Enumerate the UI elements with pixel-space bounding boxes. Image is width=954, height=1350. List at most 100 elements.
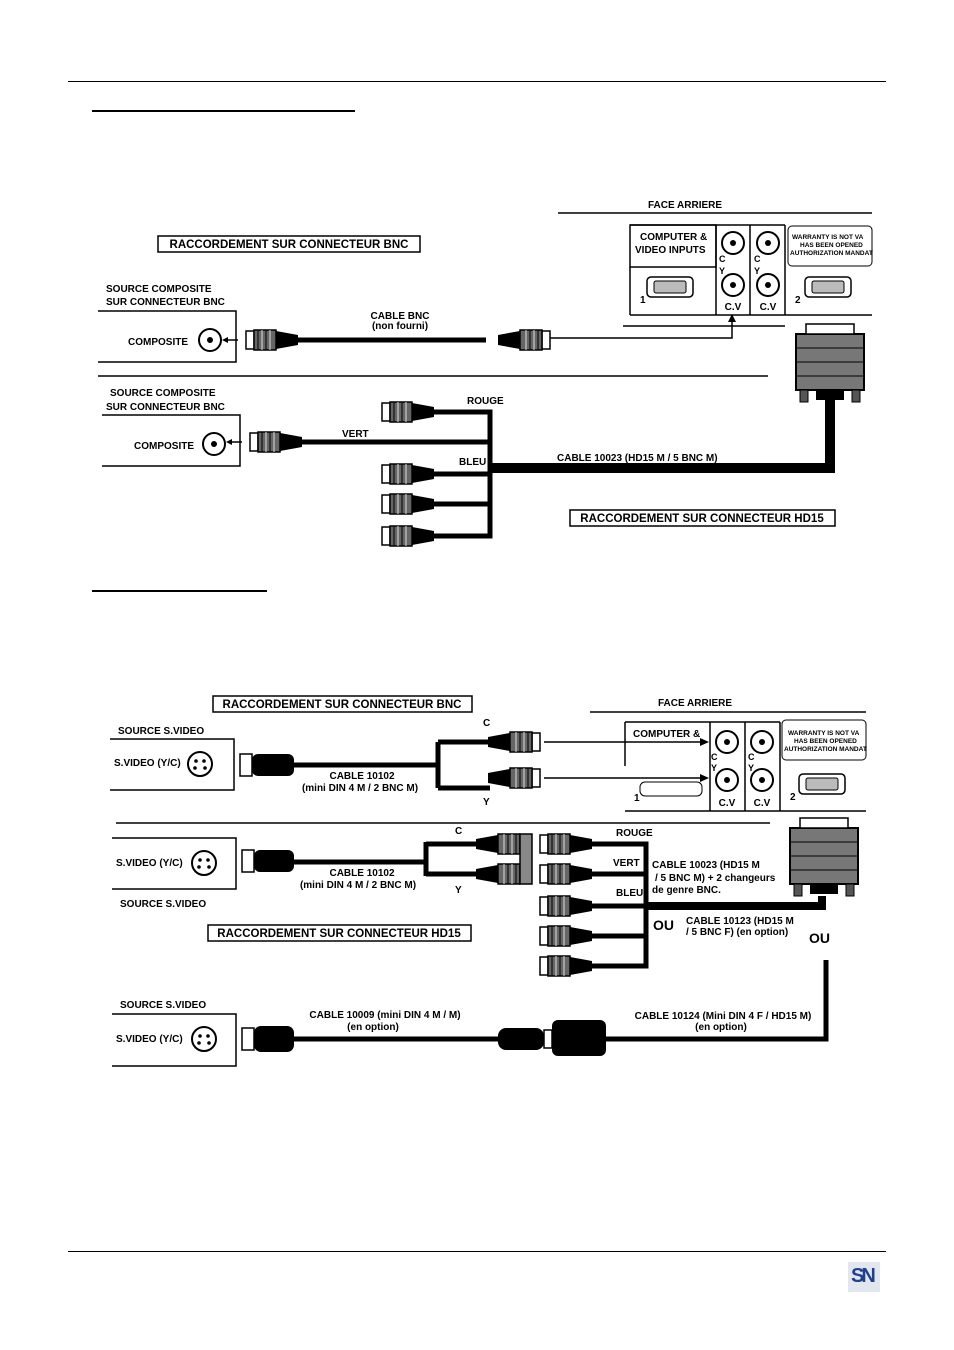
bnc-plug-extra1 [381, 493, 435, 515]
bnc-plug-rouge [381, 401, 435, 423]
section-heading-underline-1 [92, 110, 355, 112]
composite-label-2: COMPOSITE [134, 441, 194, 452]
source-svideo-1: SOURCE S.VIDEO [118, 726, 204, 737]
warranty-line1: WARRANTY IS NOT VA [792, 234, 864, 241]
label-y-row2: Y [455, 885, 462, 896]
diagram-2: RACCORDEMENT SUR CONNECTEUR BNC FACE ARR… [110, 695, 867, 1067]
label-cv-3: C.V [719, 798, 736, 809]
label-cv-1: C.V [725, 302, 742, 313]
vert-label-2: VERT [613, 858, 640, 869]
bnc-section-title: RACCORDEMENT SUR CONNECTEUR BNC [170, 239, 409, 251]
gender-changers [519, 833, 533, 885]
bleu-label-2: BLEU [616, 888, 643, 899]
bnc-jack-c-1 [721, 231, 745, 255]
cable-10102-line2-row2: (mini DIN 4 M / 2 BNC M) [300, 880, 416, 891]
bnc-plug-vert-source [249, 431, 303, 453]
composite-jack-2 [202, 432, 226, 456]
face-arriere-label-2: FACE ARRIERE [658, 698, 732, 709]
bnc-plug-extra3 [539, 925, 593, 947]
bnc-plug-y-1 [487, 767, 541, 789]
warranty-line3: AUTHORIZATION MANDAT [790, 250, 873, 257]
label-y-1: Y [719, 266, 725, 276]
cable-10124-line2: (en option) [695, 1022, 747, 1033]
cable-10023-line1: CABLE 10023 (HD15 M [652, 860, 760, 871]
warranty-line2-2: HAS BEEN OPENED [794, 738, 857, 745]
footer-rule [68, 1251, 886, 1252]
hd15-port-3 [798, 773, 846, 795]
bnc-plug-c-1 [487, 731, 541, 753]
label-c-2: C [754, 254, 761, 264]
mini-din-jack-1 [187, 751, 213, 777]
hd15-port-1 [646, 276, 694, 298]
bnc-plug-extra4 [539, 955, 593, 977]
bnc-section-title-2: RACCORDEMENT SUR CONNECTEUR BNC [223, 699, 462, 711]
mini-din-jack-3 [191, 1026, 217, 1052]
label-cv-4: C.V [754, 798, 771, 809]
label-y-2: Y [754, 266, 760, 276]
hd15-plug-1 [795, 323, 865, 403]
brand-logo-mark: SN [851, 1265, 876, 1287]
bnc-plug-left [245, 329, 299, 351]
label-y-3: Y [711, 763, 717, 773]
label-c-3: C [711, 752, 718, 762]
label-c-4: C [748, 752, 755, 762]
label-cv-2: C.V [760, 302, 777, 313]
cable-bnc-line1: CABLE BNC [371, 311, 430, 322]
hd15-port-2 [804, 276, 852, 298]
section-heading-underline-2 [92, 590, 267, 592]
label-c-1: C [719, 254, 726, 264]
label-c-row2: C [455, 826, 462, 837]
bnc-jack-c-4 [750, 730, 774, 754]
source1-line2: SUR CONNECTEUR BNC [106, 297, 225, 308]
header-rule [68, 81, 886, 82]
port-1-label: 1 [640, 295, 646, 306]
ou-label-1: OU [653, 917, 674, 933]
bnc-jack-cv-1 [721, 273, 745, 297]
hd15-plug-2 [789, 817, 859, 897]
cable-10102-line1-row1: CABLE 10102 [329, 771, 394, 782]
brand-logo: SN [848, 1262, 880, 1292]
rouge-label-1: ROUGE [467, 396, 504, 407]
label-c-row1: C [483, 718, 490, 729]
cable-bnc-line2: (non fourni) [372, 321, 428, 332]
warranty-line3-2: AUTHORIZATION MANDAT [784, 746, 867, 753]
vert-label-1: VERT [342, 429, 369, 440]
cable-10102-line2-row1: (mini DIN 4 M / 2 BNC M) [302, 783, 418, 794]
panel-inputs-line1-2: COMPUTER & [633, 729, 700, 740]
bnc-plug-extra2 [381, 525, 435, 547]
cable-10023-line2: / 5 BNC M) + 2 changeurs [655, 873, 776, 884]
mini-din-jack-2 [191, 850, 217, 876]
source1-line1: SOURCE COMPOSITE [106, 284, 212, 295]
bnc-jack-c-3 [715, 730, 739, 754]
cable-10009-line1: CABLE 10009 (mini DIN 4 M / M) [309, 1010, 460, 1021]
svideo-yc-3: S.VIDEO (Y/C) [116, 1034, 183, 1045]
label-y-4: Y [748, 763, 754, 773]
cable-10123-line2: / 5 BNC F) (en option) [686, 927, 788, 938]
bnc-jack-cv-2 [756, 273, 780, 297]
port-1-label-2: 1 [634, 793, 640, 804]
face-arriere-label: FACE ARRIERE [648, 200, 722, 211]
rouge-label-2: ROUGE [616, 828, 653, 839]
hd15-section-title: RACCORDEMENT SUR CONNECTEUR HD15 [580, 513, 824, 525]
rear-panel: COMPUTER & VIDEO INPUTS C C Y Y C.V C.V … [623, 224, 873, 327]
cable-10023-label: CABLE 10023 (HD15 M / 5 BNC M) [557, 453, 718, 464]
label-y-row1: Y [483, 797, 490, 808]
composite-jack-1 [198, 328, 222, 352]
panel-inputs-line1: COMPUTER & [640, 232, 707, 243]
cable-10124-line1: CABLE 10124 (Mini DIN 4 F / HD15 M) [635, 1011, 812, 1022]
rear-panel-2: COMPUTER & C C Y Y C.V C.V 1 2 WARRANTY … [624, 719, 867, 812]
cable-10023-line3: de genre BNC. [652, 885, 721, 896]
bnc-plug-bleu-2 [539, 895, 593, 917]
bnc-plug-bleu [381, 463, 435, 485]
source-svideo-3: SOURCE S.VIDEO [120, 1000, 206, 1011]
cable-10009-line2: (en option) [347, 1022, 399, 1033]
source2-line1: SOURCE COMPOSITE [110, 388, 216, 399]
svideo-yc-2: S.VIDEO (Y/C) [116, 858, 183, 869]
bnc-jack-cv-4 [750, 768, 774, 792]
warranty-line1-2: WARRANTY IS NOT VA [788, 730, 860, 737]
bnc-plug-rouge-2 [539, 833, 593, 855]
bnc-jack-cv-3 [715, 768, 739, 792]
svideo-yc-1: S.VIDEO (Y/C) [114, 758, 181, 769]
panel-inputs-line2: VIDEO INPUTS [635, 245, 706, 256]
